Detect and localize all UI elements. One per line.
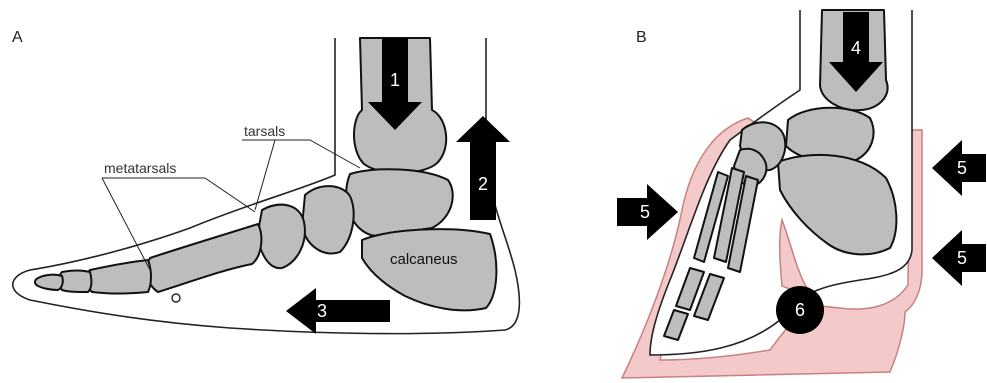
arrow-1-number: 1 [390,70,400,90]
sesamoid-bone-a [172,294,180,302]
arrow-5-left-number: 5 [640,202,650,222]
talus-bone-b [786,108,874,163]
arrow-4-number: 4 [851,38,861,58]
marker-6-number: 6 [795,300,805,320]
panel-a: A tarsals metatarsals calcaneus 1 2 [12,29,519,334]
calcaneus-label: calcaneus [390,251,458,268]
arrow-2-number: 2 [478,174,488,194]
metatarsals-label: metatarsals [104,160,176,176]
tarsals-label: tarsals [244,123,285,139]
arrow-5-right-upper-number: 5 [957,158,967,178]
navicular-bone-a [302,186,354,253]
arrow-3-number: 3 [317,301,327,321]
phalanx-middle-a [59,271,91,293]
panel-a-label: A [12,29,23,46]
arrow-5-right-lower-number: 5 [957,248,967,268]
talus-bone-a [346,169,453,236]
panel-b-label: B [636,29,647,46]
panel-b: B 4 5 5 5 [617,10,986,378]
